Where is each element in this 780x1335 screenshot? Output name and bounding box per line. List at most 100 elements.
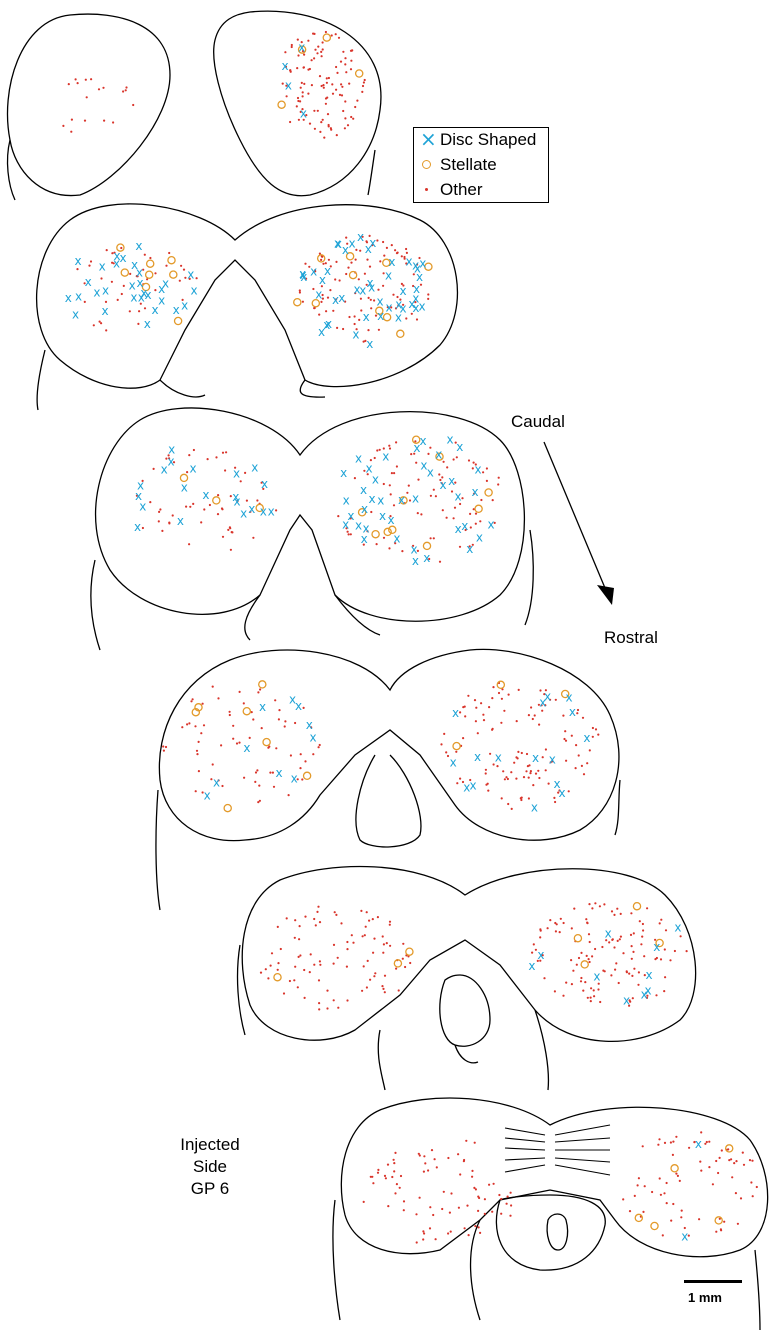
disc-shaped-cell-marker: x	[537, 948, 544, 962]
other-cell-marker	[312, 753, 315, 756]
other-cell-marker	[616, 939, 619, 943]
legend-item-other: Other	[420, 179, 483, 201]
other-cell-marker	[415, 1213, 418, 1216]
other-cell-marker	[570, 959, 573, 962]
other-cell-marker	[159, 508, 162, 511]
other-cell-marker	[580, 764, 584, 768]
other-cell-marker	[619, 912, 622, 916]
other-cell-marker	[197, 740, 200, 744]
stellate-cell-marker	[311, 298, 321, 308]
other-cell-marker	[299, 767, 302, 770]
other-cell-marker	[279, 947, 282, 951]
other-cell-marker	[220, 744, 223, 747]
disc-shaped-cell-marker: x	[282, 59, 289, 73]
other-cell-marker	[361, 935, 364, 938]
other-cell-marker	[320, 55, 323, 58]
other-cell-marker	[386, 1163, 390, 1166]
other-cell-marker	[418, 1196, 421, 1199]
other-cell-marker	[422, 1230, 425, 1233]
other-cell-marker	[525, 770, 528, 773]
other-cell-marker	[318, 313, 321, 316]
other-cell-marker	[374, 972, 377, 975]
other-cell-marker	[318, 1002, 321, 1005]
other-cell-marker	[467, 694, 470, 697]
other-cell-marker	[361, 90, 364, 93]
other-cell-marker	[369, 978, 372, 981]
other-cell-marker	[515, 720, 518, 723]
other-cell-marker	[574, 767, 577, 770]
other-cell-marker	[393, 1170, 396, 1173]
other-cell-marker	[236, 500, 239, 503]
disc-shaped-cell-marker: x	[158, 294, 165, 308]
other-cell-marker	[254, 780, 257, 784]
other-cell-marker	[128, 310, 131, 313]
other-cell-marker	[319, 130, 322, 133]
disc-shaped-cell-marker: x	[623, 993, 630, 1007]
other-cell-marker	[417, 478, 420, 481]
other-cell-marker	[320, 50, 323, 54]
other-cell-marker	[520, 751, 523, 755]
other-cell-marker	[663, 1141, 667, 1144]
disc-shaped-cell-marker: x	[558, 786, 565, 800]
disc-shaped-cell-marker: x	[310, 265, 317, 279]
disc-shaped-cell-marker: x	[368, 280, 375, 294]
other-cell-marker	[235, 742, 239, 745]
other-cell-marker	[122, 284, 125, 287]
stellate-cell-marker	[322, 33, 332, 42]
other-cell-marker	[474, 720, 477, 723]
other-cell-marker	[208, 503, 211, 507]
other-cell-marker	[554, 800, 557, 804]
other-cell-marker	[736, 1222, 740, 1225]
other-cell-marker	[345, 71, 348, 74]
other-cell-marker	[537, 769, 540, 772]
stellate-cell-marker	[345, 252, 355, 261]
other-cell-marker	[367, 329, 370, 332]
stellate-cell-marker	[474, 504, 483, 514]
stellate-cell-marker	[650, 1221, 659, 1231]
other-cell-marker	[274, 699, 277, 702]
other-cell-marker	[318, 743, 321, 747]
other-cell-marker	[349, 49, 353, 52]
other-cell-marker	[637, 983, 640, 986]
stellate-cell-marker	[405, 947, 414, 956]
other-cell-marker	[641, 1145, 644, 1148]
disc-shaped-cell-marker: x	[300, 270, 307, 284]
disc-shaped-cell-marker: x	[386, 301, 393, 315]
other-cell-marker	[496, 765, 499, 768]
other-cell-marker	[472, 508, 475, 511]
other-cell-marker	[608, 941, 611, 944]
disc-shaped-cell-marker: x	[332, 293, 339, 307]
other-cell-marker	[203, 508, 206, 511]
other-cell-marker	[633, 967, 636, 970]
other-cell-marker	[447, 1232, 450, 1235]
other-cell-marker	[301, 50, 305, 53]
other-cell-marker	[347, 266, 350, 269]
other-cell-marker	[276, 968, 279, 971]
other-cell-marker	[420, 513, 423, 516]
other-cell-marker	[427, 1169, 430, 1172]
other-cell-marker	[296, 96, 300, 100]
disc-shaped-cell-marker: x	[190, 461, 197, 475]
other-cell-marker	[473, 1141, 476, 1144]
other-cell-marker	[594, 947, 597, 951]
stellate-cell-marker	[277, 100, 286, 109]
other-cell-marker	[383, 991, 386, 994]
circle-marker-icon	[420, 158, 434, 172]
disc-shaped-cell-marker: x	[412, 492, 419, 506]
other-cell-marker	[587, 933, 591, 936]
disc-shaped-cell-marker: x	[136, 265, 143, 279]
disc-shaped-cell-marker: x	[323, 318, 330, 332]
other-cell-marker	[500, 697, 503, 700]
other-cell-marker	[388, 920, 392, 923]
other-cell-marker	[318, 1008, 321, 1011]
other-cell-marker	[355, 328, 358, 331]
other-cell-marker	[228, 713, 231, 717]
other-cell-marker	[480, 702, 483, 705]
other-cell-marker	[582, 989, 585, 992]
disc-shaped-cell-marker: x	[315, 287, 322, 301]
other-cell-marker	[317, 979, 321, 982]
other-cell-marker	[321, 48, 324, 51]
other-cell-marker	[350, 934, 353, 937]
other-cell-marker	[655, 994, 658, 997]
other-cell-marker	[259, 971, 263, 974]
